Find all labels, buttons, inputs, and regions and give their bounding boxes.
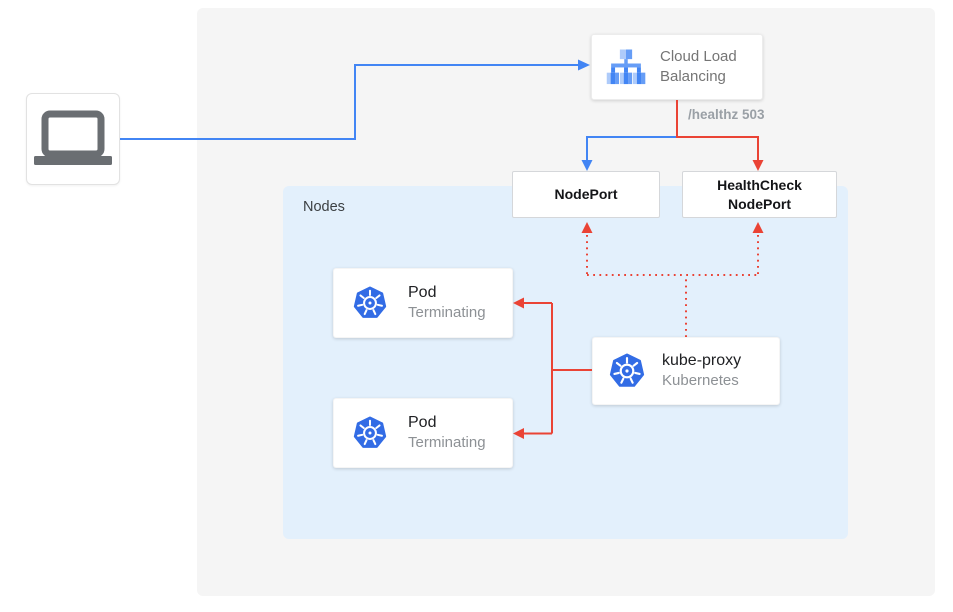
nodeport-node: NodePort (512, 171, 660, 218)
nodes-container-label: Nodes (303, 199, 345, 215)
pod-2-title: Pod (408, 414, 437, 432)
kubernetes-icon (353, 416, 387, 448)
healthz-status-label: /healthz 503 (688, 107, 765, 122)
nodeport-label: NodePort (554, 186, 618, 203)
healthcheck-nodeport-label-line1: HealthCheck (717, 177, 802, 194)
cloud-load-balancing-icon (606, 49, 646, 85)
kube-proxy-text: kube-proxy Kubernetes (662, 351, 741, 391)
cloud-load-balancing-label: Cloud Load Balancing (660, 47, 737, 85)
kubernetes-icon (353, 286, 387, 318)
kube-proxy-subtitle: Kubernetes (662, 372, 739, 390)
healthcheck-nodeport-node: HealthCheck NodePort (682, 171, 837, 218)
healthcheck-nodeport-label-line2: NodePort (728, 195, 791, 212)
cloud-load-balancing-node: Cloud Load Balancing (591, 34, 763, 100)
laptop-icon (34, 110, 112, 165)
kubernetes-icon (609, 353, 645, 387)
client-laptop-node (26, 93, 120, 185)
kube-proxy-title: kube-proxy (662, 352, 742, 370)
pod-2-text: Pod Terminating (408, 413, 486, 453)
pod-1-title: Pod (408, 284, 437, 302)
pod-1-status: Terminating (408, 304, 486, 322)
kube-proxy-node: kube-proxy Kubernetes (592, 337, 780, 405)
pod-1-text: Pod Terminating (408, 283, 486, 323)
pod-node-2: Pod Terminating (333, 398, 513, 468)
pod-2-status: Terminating (408, 434, 486, 452)
pod-node-1: Pod Terminating (333, 268, 513, 338)
